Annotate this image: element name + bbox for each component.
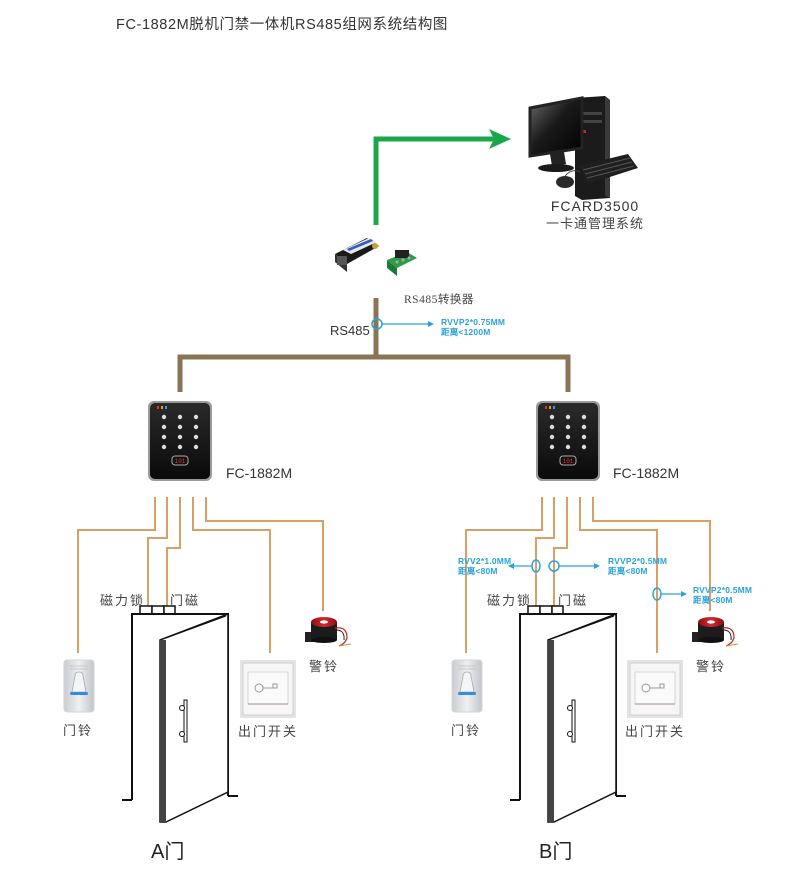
wire-alarm: [592, 497, 711, 611]
computer-name: FCARD3500: [550, 198, 640, 214]
controller-label-b: FC-1882M: [613, 465, 680, 481]
uplink-line: [373, 136, 494, 225]
alarm-label-a: 警铃: [309, 660, 340, 675]
exit-button-label-a: 出门开关: [238, 725, 299, 740]
uplink-arrowhead: [489, 129, 511, 149]
exit-button-icon: [240, 660, 296, 718]
sensor-label-a: 门磁: [170, 594, 201, 609]
door-b-group: [465, 497, 711, 653]
exit-button-label-b: 出门开关: [625, 725, 686, 740]
wire-lock: [147, 497, 168, 608]
exit-button-icon: [627, 660, 683, 718]
doorbell-icon: [63, 659, 95, 713]
lock-label-a: 磁力锁: [100, 594, 146, 609]
alarm-siren-icon: [305, 617, 352, 647]
annotation-lock-spec: RVV2*1.0MM: [458, 556, 512, 566]
annotation-lock-distance: 距离<80M: [458, 566, 498, 576]
sensor-label-b: 门磁: [558, 594, 589, 609]
computer-subtitle: 一卡通管理系统: [545, 217, 644, 232]
keypad-reader-icon: 101: [148, 401, 212, 481]
svg-text:101: 101: [563, 458, 574, 465]
annotation-sensor-distance: 距离<80M: [608, 566, 648, 576]
door-a-group: [77, 497, 324, 653]
annotation-sensor-spec: RVVP2*0.5MM: [608, 556, 668, 566]
keypad-reader-icon: 101: [536, 401, 600, 481]
alarm-label-b: 警铃: [696, 660, 727, 675]
wire-doorbell: [465, 497, 543, 653]
door-icon: [510, 605, 626, 823]
controller-label-a: FC-1882M: [226, 465, 293, 481]
wire-sensor: [166, 497, 181, 608]
doorbell-icon: [451, 659, 483, 713]
door-label-a: A门: [151, 841, 185, 863]
converter-label: RS485转换器: [404, 294, 474, 306]
wire-alarm: [205, 497, 324, 611]
wire-exit: [579, 497, 658, 653]
wire-doorbell: [77, 497, 156, 653]
annotation-exit-distance: 距离<80M: [693, 595, 733, 605]
bus-cable-distance: 距离<1200M: [441, 327, 491, 337]
svg-text:101: 101: [175, 458, 186, 465]
wire-sensor: [553, 497, 568, 608]
desktop-computer-icon: [528, 96, 638, 200]
annotation-exit-spec: RVVP2*0.5MM: [693, 585, 753, 595]
rs485-converter-icon: [335, 238, 417, 276]
bus-cable-spec: RVVP2*0.75MM: [441, 317, 506, 327]
diagram-title: FC-1882M脱机门禁一体机RS485组网系统结构图: [116, 17, 449, 33]
door-label-b: B门: [539, 841, 573, 863]
doorbell-label-b: 门铃: [451, 724, 482, 739]
alarm-siren-icon: [692, 617, 739, 647]
lock-label-b: 磁力锁: [487, 594, 533, 609]
bus-label: RS485: [330, 323, 370, 338]
doorbell-label-a: 门铃: [63, 724, 94, 739]
uplink-arrow: [373, 129, 511, 225]
wire-exit: [192, 497, 271, 653]
door-icon: [122, 605, 238, 823]
rs485-bus: [177, 298, 571, 392]
wire-lock: [535, 497, 555, 608]
